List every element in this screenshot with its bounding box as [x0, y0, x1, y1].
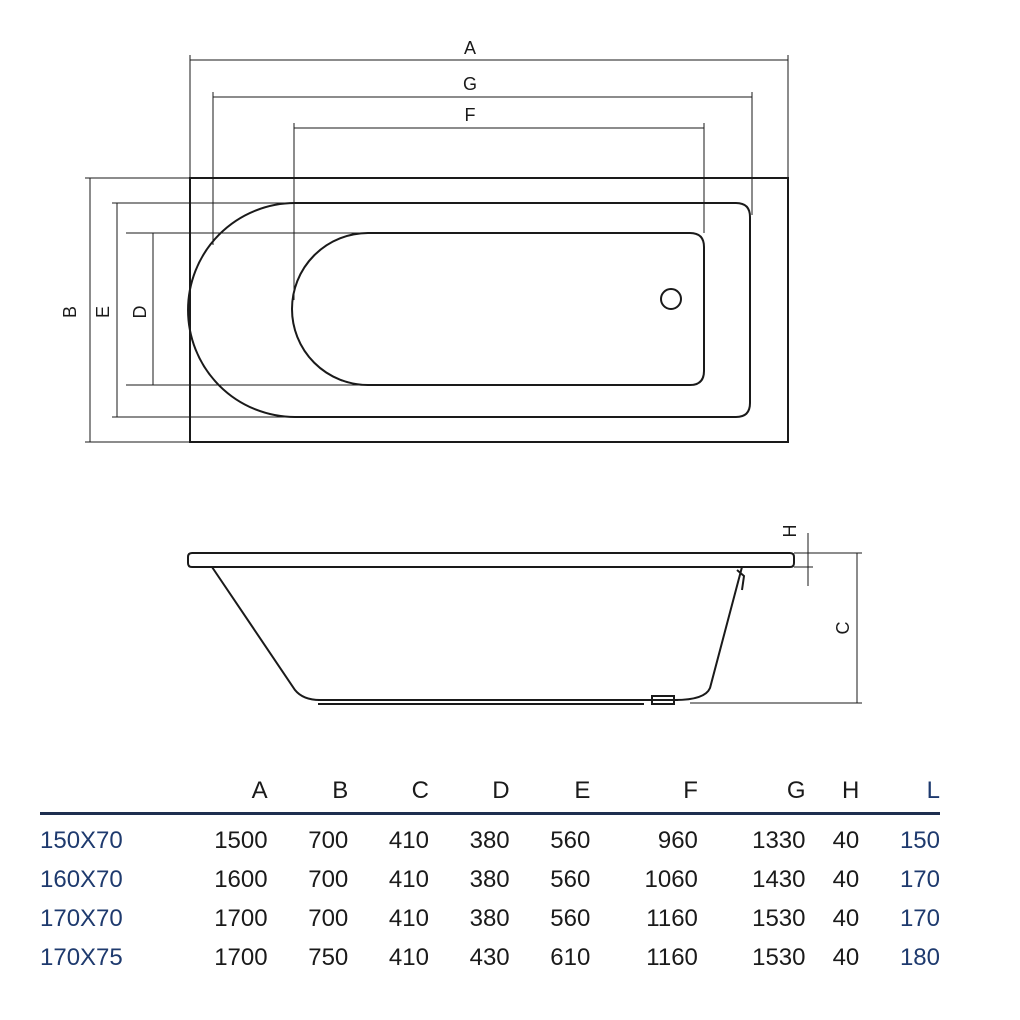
cell-c: 410	[388, 826, 429, 854]
row-model: 170X75	[40, 943, 123, 971]
column-header-f: F	[683, 777, 698, 804]
cell-l: 170	[899, 904, 940, 932]
dim-label-b: B	[60, 306, 80, 318]
column-header-h: H	[841, 777, 860, 804]
table-row: 160X70 1600 700 410 380 560 1060 1430 40…	[40, 860, 940, 899]
dim-label-a: A	[464, 38, 476, 58]
cell-h: 40	[832, 826, 860, 854]
top-view-labels: A G F B E D	[60, 38, 477, 319]
cell-l: 170	[899, 865, 940, 893]
cell-e: 560	[550, 865, 591, 893]
cell-l: 150	[899, 826, 940, 854]
cell-e: 610	[550, 943, 591, 971]
dim-label-c: C	[833, 622, 853, 635]
column-header-a: A	[251, 777, 268, 804]
side-view-rim	[188, 553, 794, 567]
dim-label-h: H	[780, 525, 800, 538]
cell-c: 410	[388, 904, 429, 932]
column-header-e: E	[574, 777, 591, 804]
column-header-model	[40, 770, 160, 814]
cell-d: 430	[469, 943, 510, 971]
cell-f: 1060	[644, 865, 698, 893]
cell-h: 40	[832, 904, 860, 932]
cell-b: 750	[308, 943, 349, 971]
cell-d: 380	[469, 904, 510, 932]
tub-outer-rim	[190, 178, 788, 442]
bathtub-technical-drawing: A G F B E D H C	[60, 38, 1020, 740]
cell-a: 1700	[214, 943, 268, 971]
cell-g: 1530	[752, 904, 806, 932]
top-view	[188, 178, 788, 442]
cell-c: 410	[388, 865, 429, 893]
cell-a: 1500	[214, 826, 268, 854]
cell-f: 1160	[646, 904, 698, 932]
cell-b: 700	[308, 904, 349, 932]
row-model: 170X70	[40, 904, 123, 932]
dim-label-e: E	[93, 306, 113, 318]
column-header-l: L	[926, 777, 940, 804]
tub-basin	[292, 233, 704, 385]
cell-d: 380	[469, 826, 510, 854]
side-view-overflow	[737, 570, 744, 590]
table-row: 170X75 1700 750 410 430 610 1160 1530 40…	[40, 938, 940, 977]
tub-inner-rim	[188, 203, 750, 417]
cell-b: 700	[308, 826, 349, 854]
dim-label-d: D	[130, 306, 150, 319]
cell-g: 1430	[752, 865, 806, 893]
column-header-d: D	[492, 777, 510, 804]
side-view-drain	[652, 696, 674, 704]
cell-h: 40	[832, 865, 860, 893]
cell-b: 700	[308, 865, 349, 893]
row-model: 160X70	[40, 865, 123, 893]
side-view	[188, 553, 794, 704]
dim-label-f: F	[465, 105, 476, 125]
drain-icon	[661, 289, 681, 309]
dim-label-g: G	[463, 74, 477, 94]
cell-f: 960	[657, 826, 698, 854]
cell-c: 410	[388, 943, 429, 971]
side-view-shell	[212, 567, 742, 700]
cell-h: 40	[832, 943, 860, 971]
cell-f: 1160	[646, 943, 698, 971]
table-row: 150X70 1500 700 410 380 560 960 1330 40 …	[40, 814, 940, 861]
table-row: 170X70 1700 700 410 380 560 1160 1530 40…	[40, 899, 940, 938]
row-model: 150X70	[40, 826, 123, 854]
cell-e: 560	[550, 826, 591, 854]
side-view-labels: H C	[780, 525, 853, 635]
cell-l: 180	[899, 943, 940, 971]
cell-d: 380	[469, 865, 510, 893]
cell-g: 1330	[752, 826, 806, 854]
side-view-dimensions	[690, 533, 862, 703]
column-header-g: G	[786, 777, 806, 804]
column-header-c: C	[411, 777, 429, 804]
cell-g: 1530	[752, 943, 806, 971]
cell-a: 1600	[214, 865, 268, 893]
table-header-row: A B C D E F G H L	[40, 770, 940, 814]
cell-a: 1700	[214, 904, 268, 932]
cell-e: 560	[550, 904, 591, 932]
dimensions-table: A B C D E F G H L 150X70 1500 700 410 38…	[40, 770, 940, 977]
column-header-b: B	[332, 777, 349, 804]
top-view-dimensions	[85, 55, 788, 442]
